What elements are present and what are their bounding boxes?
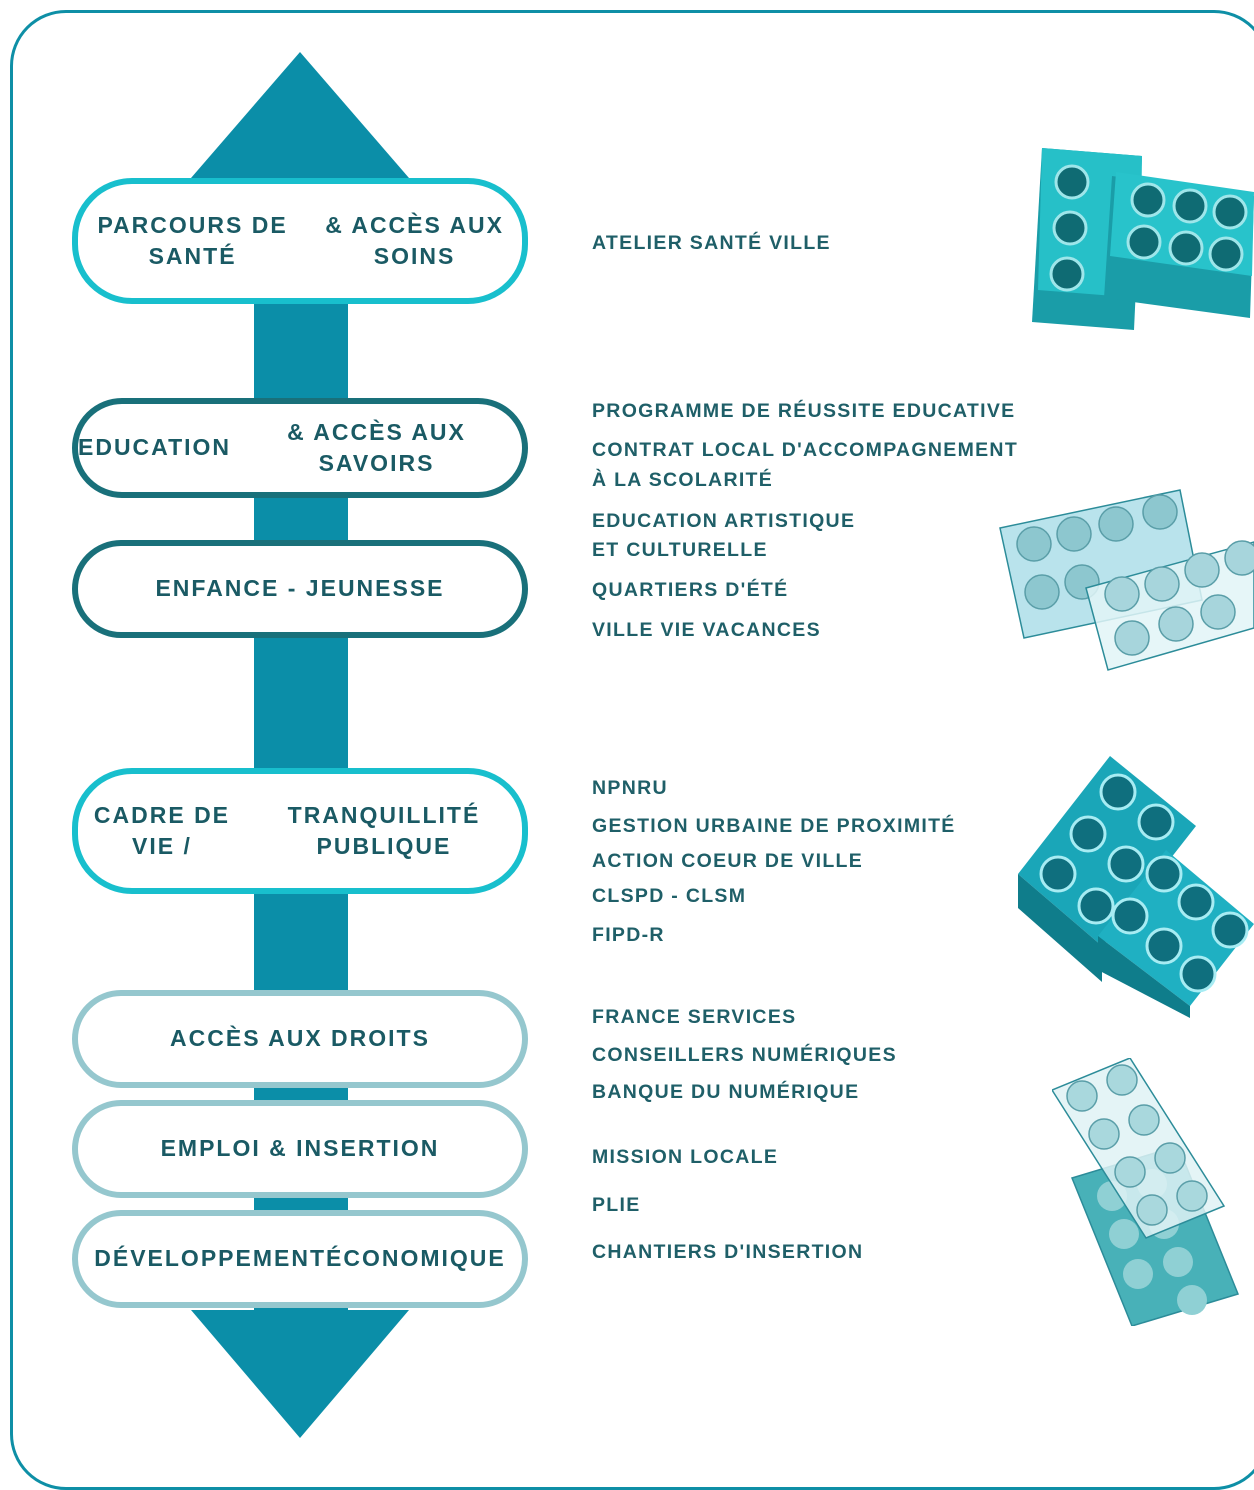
- theme-pill-line: Développement: [94, 1245, 327, 1272]
- program-item: Conseillers numériques: [592, 1044, 897, 1066]
- theme-pill-line: Enfance - Jeunesse: [155, 575, 445, 602]
- lego-brick-icon: [1032, 148, 1254, 330]
- theme-pill-sante: Parcours de santé & accès aux soins: [72, 178, 528, 304]
- program-item: Ville Vie Vacances: [592, 619, 821, 641]
- theme-pill-line: Cadre de vie /: [93, 801, 231, 859]
- program-item: Atelier Santé Ville: [592, 232, 831, 254]
- lego-brick-icon: [999, 489, 1254, 671]
- theme-pill-line: tranquillité publique: [287, 801, 481, 859]
- theme-pill-education: Education & accès aux savoirs: [72, 398, 528, 498]
- theme-pill-developpement: Développement économique: [72, 1210, 528, 1308]
- program-item: et culturelle: [592, 539, 768, 561]
- theme-pill-enfance: Enfance - Jeunesse: [72, 540, 528, 638]
- theme-pill-line: & accès aux soins: [325, 211, 504, 269]
- theme-pill-line: Education: [78, 434, 232, 461]
- program-item: Quartiers d'été: [592, 579, 789, 601]
- program-item: Chantiers d'insertion: [592, 1241, 864, 1263]
- lego-brick-icon: [1018, 756, 1254, 1018]
- program-item: France Services: [592, 1006, 797, 1028]
- program-item: CLSPD - CLSM: [592, 885, 747, 907]
- arrow-head-up: [191, 52, 409, 178]
- theme-pill-cadre-de-vie: Cadre de vie / tranquillité publique: [72, 768, 528, 894]
- theme-pill-line: économique: [326, 1245, 506, 1272]
- program-item: Mission Locale: [592, 1146, 779, 1168]
- lego-brick-icon: [1052, 1058, 1240, 1326]
- theme-pill-line: Accès aux droits: [170, 1025, 430, 1052]
- theme-pill-line: Emploi & insertion: [160, 1135, 440, 1162]
- program-item: Banque du numérique: [592, 1081, 860, 1103]
- theme-pill-line: & accès aux savoirs: [287, 418, 466, 476]
- program-item: Contrat Local d'Accompagnement: [592, 439, 1019, 461]
- theme-pill-line: Parcours de santé: [97, 211, 288, 269]
- theme-pill-acces-droits: Accès aux droits: [72, 990, 528, 1088]
- theme-pill-emploi: Emploi & insertion: [72, 1100, 528, 1198]
- program-item: à la Scolarité: [592, 469, 774, 491]
- program-item: Programme de Réussite Educative: [592, 400, 1016, 422]
- program-item: Education artistique: [592, 510, 856, 532]
- program-item: Gestion Urbaine de Proximité: [592, 815, 956, 837]
- program-item: Action Coeur de Ville: [592, 850, 864, 872]
- program-item: NPNRU: [592, 777, 668, 799]
- program-item: PLIE: [592, 1194, 641, 1216]
- program-item: FIPD-R: [592, 924, 665, 946]
- arrow-head-down: [191, 1310, 409, 1438]
